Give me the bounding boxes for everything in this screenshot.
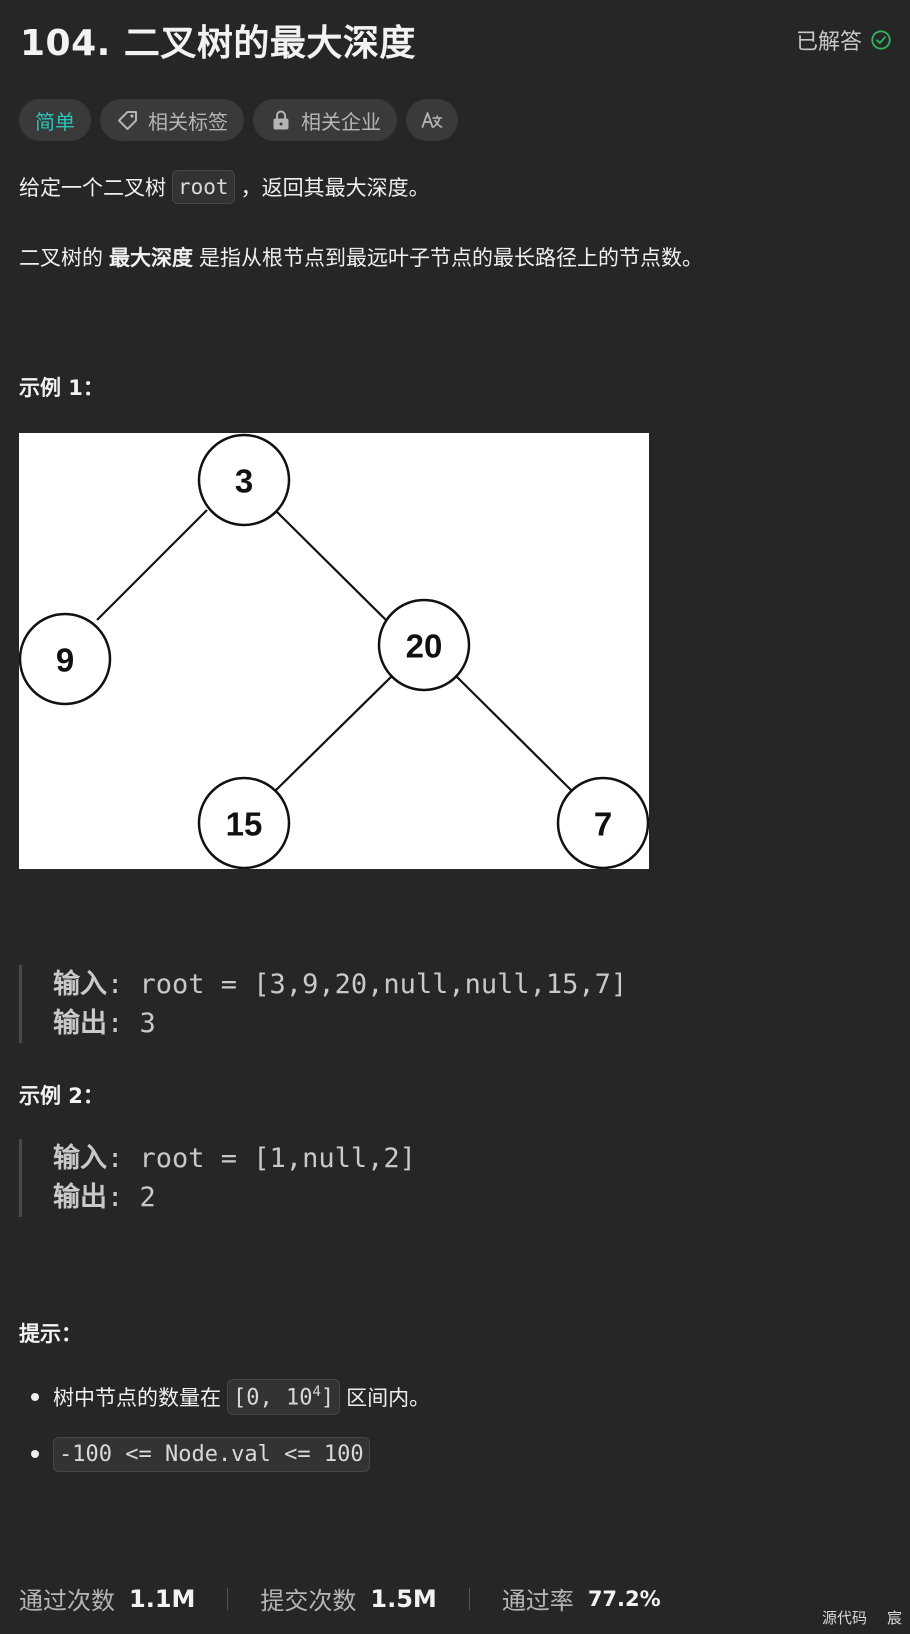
difficulty-badge[interactable]: 简单 [19, 99, 91, 141]
output-label: 输出 [53, 1008, 107, 1039]
description-text: 给定一个二叉树 [19, 176, 166, 200]
description-line-2: 二叉树的 最大深度 是指从根节点到最远叶子节点的最长路径上的节点数。 [19, 242, 703, 272]
submitted-value: 1.5M [370, 1584, 437, 1613]
tree-node-label: 3 [235, 463, 253, 500]
lock-icon [273, 110, 289, 130]
tree-edge [274, 676, 392, 792]
difficulty-label: 简单 [35, 109, 75, 134]
stats-divider [468, 1587, 470, 1610]
tag-bar: 简单 相关标签 相关企业 [19, 99, 458, 141]
tree-node-circle [197, 433, 291, 527]
tree-node-label: 15 [226, 806, 263, 843]
tree-node-label: 7 [594, 806, 612, 843]
accepted-label: 通过次数 [19, 1587, 115, 1615]
list-item: -100 <= Node.val <= 100 [19, 1434, 430, 1474]
translate-button[interactable] [406, 99, 458, 141]
output-value: : 3 [107, 1008, 156, 1039]
example-2-io: 输入: root = [1,null,2] 输出: 2 [19, 1139, 416, 1217]
problem-title: 104. 二叉树的最大深度 [20, 23, 416, 64]
code-root: root [172, 170, 235, 204]
description-text: 是指从根节点到最远叶子节点的最长路径上的节点数。 [199, 246, 703, 270]
input-value: : root = [1,null,2] [107, 1143, 416, 1174]
output-label: 输出 [53, 1182, 107, 1213]
related-companies-label: 相关企业 [301, 109, 381, 134]
example-1-input: 输入: root = [3,9,20,null,null,15,7] [53, 965, 627, 1004]
bold-term: 最大深度 [109, 246, 193, 270]
footer-links: 源代码 宸 [822, 1607, 902, 1628]
list-item: 树中节点的数量在 [0, 104] 区间内。 [19, 1377, 430, 1417]
output-value: : 2 [107, 1182, 156, 1213]
tree-node-label: 9 [56, 642, 74, 679]
example-1-tree-image: 3 9 20 15 7 [19, 433, 649, 869]
tree-node-label: 20 [406, 628, 443, 665]
description-line-1: 给定一个二叉树 root ，返回其最大深度。 [19, 170, 430, 204]
solved-status: 已解答 [796, 24, 892, 56]
tree-node-circle [377, 598, 471, 692]
tree-edge [274, 509, 387, 621]
stats-divider [227, 1587, 229, 1610]
example-1-heading: 示例 1： [19, 376, 104, 400]
hint-text: 区间内。 [346, 1386, 431, 1410]
description-text: 二叉树的 [19, 246, 103, 270]
description-text: ，返回其最大深度。 [240, 176, 430, 200]
tree-node-circle [197, 776, 291, 869]
accepted-value: 1.1M [129, 1584, 196, 1613]
example-2-heading: 示例 2： [19, 1084, 104, 1108]
tree-node-circle [19, 612, 112, 706]
rate-label: 通过率 [501, 1587, 574, 1615]
code-constraint: -100 <= Node.val <= 100 [53, 1436, 370, 1472]
input-value: : root = [3,9,20,null,null,15,7] [107, 969, 628, 1000]
submitted-label: 提交次数 [260, 1587, 357, 1615]
bullet-dot [31, 1450, 39, 1458]
tag-icon [118, 111, 137, 130]
example-1-io: 输入: root = [3,9,20,null,null,15,7] 输出: 3 [19, 965, 627, 1043]
related-tags-label: 相关标签 [148, 109, 228, 134]
related-tags-button[interactable]: 相关标签 [100, 99, 244, 141]
example-1-output: 输出: 3 [53, 1004, 627, 1043]
input-label: 输入 [53, 1143, 107, 1174]
bullet-dot [31, 1393, 39, 1401]
example-2-output: 输出: 2 [53, 1178, 416, 1217]
input-label: 输入 [53, 969, 107, 1000]
example-2-input: 输入: root = [1,null,2] [53, 1139, 416, 1178]
tree-node-circle [556, 776, 649, 869]
tree-edge [456, 676, 573, 792]
translate-icon [421, 112, 443, 128]
source-link[interactable]: 源代码 [821, 1609, 867, 1627]
code-range-end: ] [320, 1385, 335, 1411]
code-range-exponent: 4 [312, 1383, 321, 1400]
hints-list: 树中节点的数量在 [0, 104] 区间内。 -100 <= Node.val … [19, 1377, 430, 1491]
check-circle-icon [871, 30, 891, 50]
related-companies-button[interactable]: 相关企业 [253, 99, 397, 141]
rate-value: 77.2% [587, 1586, 661, 1611]
hint-text: 树中节点的数量在 [53, 1386, 221, 1410]
code-range: [0, 104] [227, 1378, 341, 1416]
tree-edge [96, 509, 208, 621]
code-range-start: [0, 10 [233, 1385, 313, 1411]
submission-stats: 通过次数 1.1M 提交次数 1.5M 通过率 77.2% [19, 1581, 661, 1616]
hints-heading: 提示： [19, 1322, 82, 1346]
solved-label: 已解答 [795, 30, 862, 55]
footer-mark: 宸 [886, 1609, 902, 1627]
